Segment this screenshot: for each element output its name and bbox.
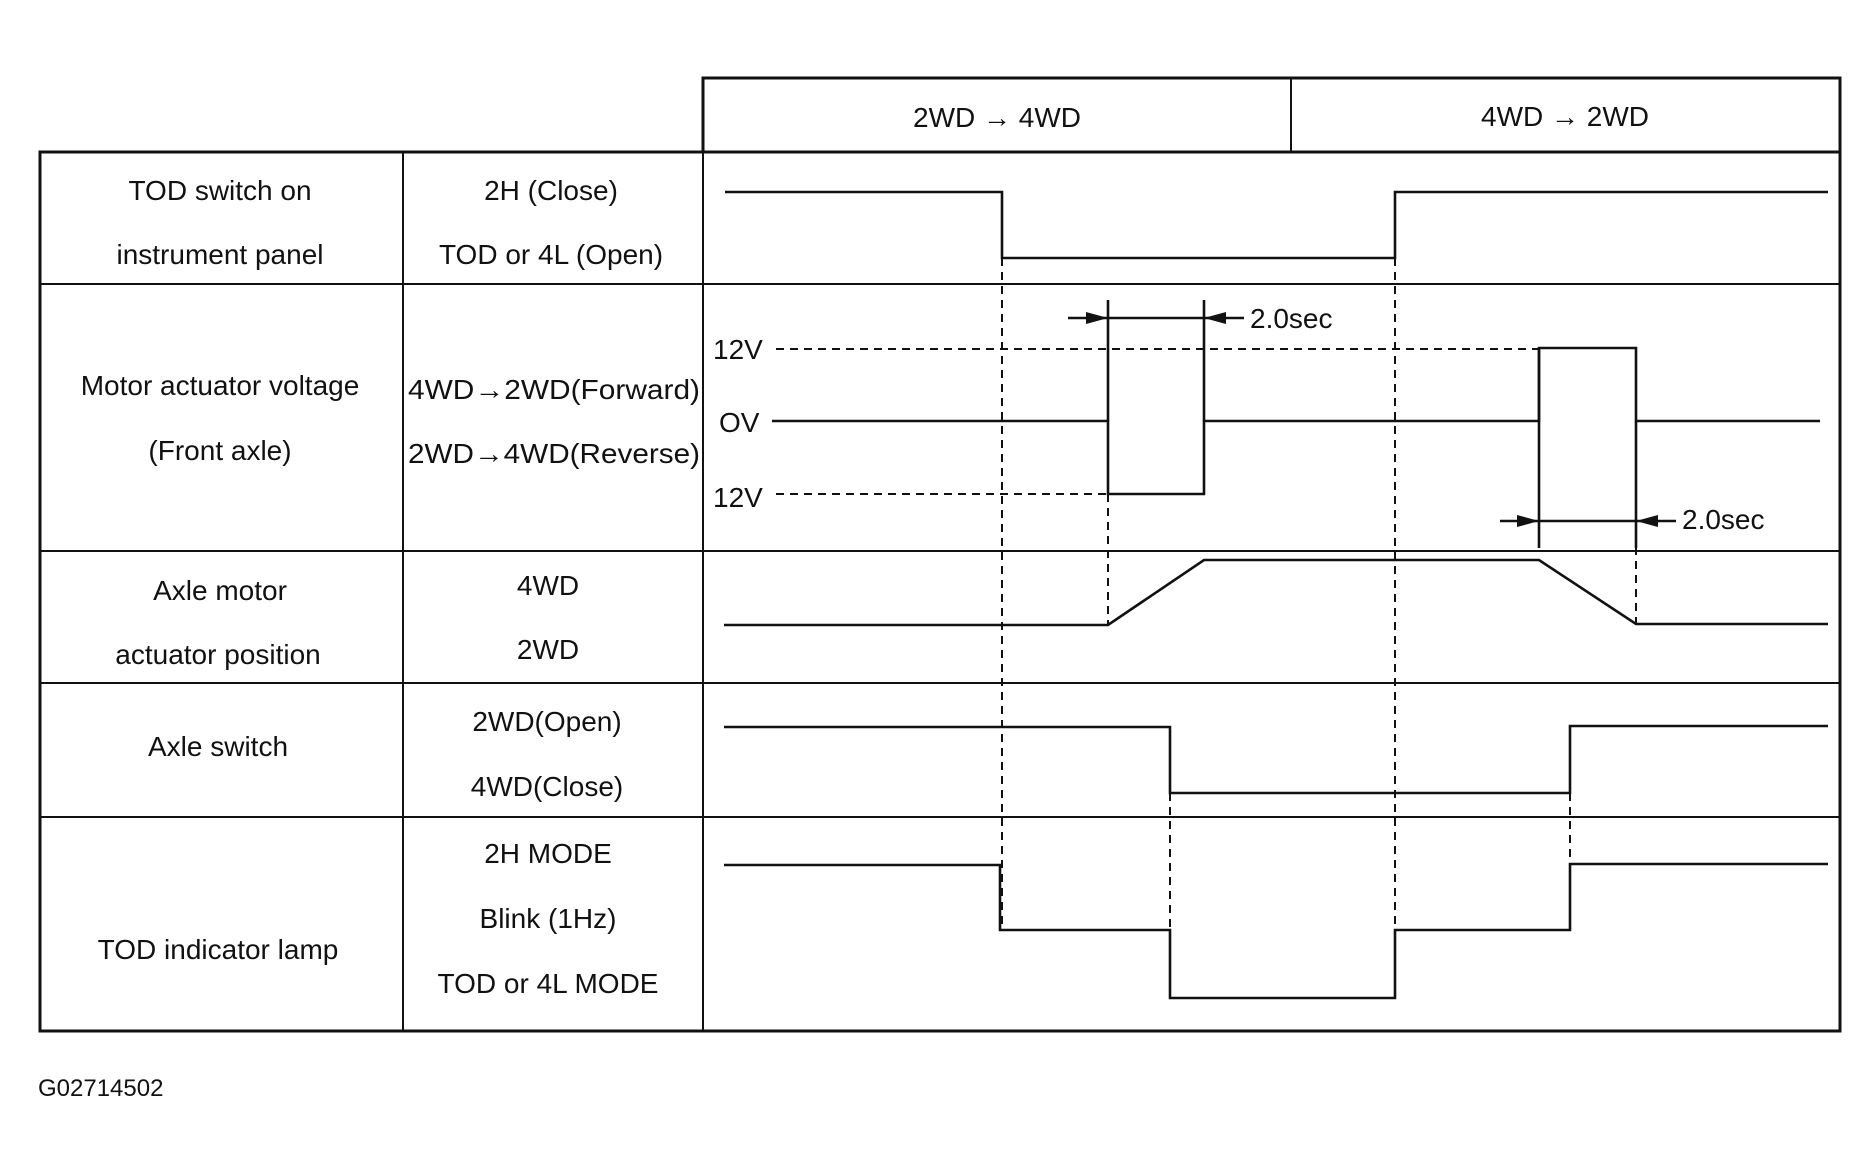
row-actuator-position-name-line2: actuator position <box>115 639 320 670</box>
duration-marker-reverse <box>1500 348 1676 548</box>
actuator-position-waveform <box>724 558 1828 627</box>
row-indicator-lamp-state-tod: TOD or 4L MODE <box>438 968 659 999</box>
row-indicator-lamp-name: TOD indicator lamp <box>98 934 339 965</box>
duration-label-reverse: 2.0sec <box>1682 504 1765 535</box>
table-frame <box>38 76 1842 1033</box>
row-motor-voltage-name-line2: (Front axle) <box>148 435 291 466</box>
row-tod-switch-state-low: TOD or 4L (Open) <box>439 239 663 270</box>
row-axle-switch-name: Axle switch <box>148 731 288 762</box>
row-actuator-position-state-4wd: 4WD <box>517 570 579 601</box>
header-4wd-to-2wd: 4WD → 2WD <box>1481 101 1649 132</box>
duration-marker-forward <box>1068 300 1244 421</box>
transition-guides <box>1001 258 1637 930</box>
row-axle-switch-state-close: 4WD(Close) <box>471 771 623 802</box>
motor-voltage-waveform <box>772 346 1820 496</box>
row-motor-voltage-state-forward: 4WD→2WD(Forward) <box>408 374 700 405</box>
row-tod-switch-name-line1: TOD switch on <box>128 175 311 206</box>
duration-label-forward: 2.0sec <box>1250 303 1333 334</box>
figure-id: G02714502 <box>38 1075 163 1102</box>
header-2wd-to-4wd: 2WD → 4WD <box>913 102 1081 133</box>
row-tod-switch-state-high: 2H (Close) <box>484 175 618 206</box>
row-indicator-lamp-state-blink: Blink (1Hz) <box>480 903 617 934</box>
tod-switch-waveform <box>725 190 1828 260</box>
row-motor-voltage-name-line1: Motor actuator voltage <box>81 370 360 401</box>
row-motor-voltage-state-reverse: 2WD→4WD(Reverse) <box>408 438 700 469</box>
voltage-label-12v-top: 12V <box>713 334 763 365</box>
row-actuator-position-name-line1: Axle motor <box>153 575 287 606</box>
axle-switch-waveform <box>724 724 1828 795</box>
row-tod-switch-name-line2: instrument panel <box>116 239 323 270</box>
row-indicator-lamp-state-2h: 2H MODE <box>484 838 612 869</box>
voltage-label-0v: OV <box>719 407 760 438</box>
row-axle-switch-state-open: 2WD(Open) <box>472 706 621 737</box>
row-actuator-position-state-2wd: 2WD <box>517 634 579 665</box>
indicator-lamp-waveform <box>724 862 1828 1000</box>
voltage-label-12v-bottom: 12V <box>713 482 763 513</box>
